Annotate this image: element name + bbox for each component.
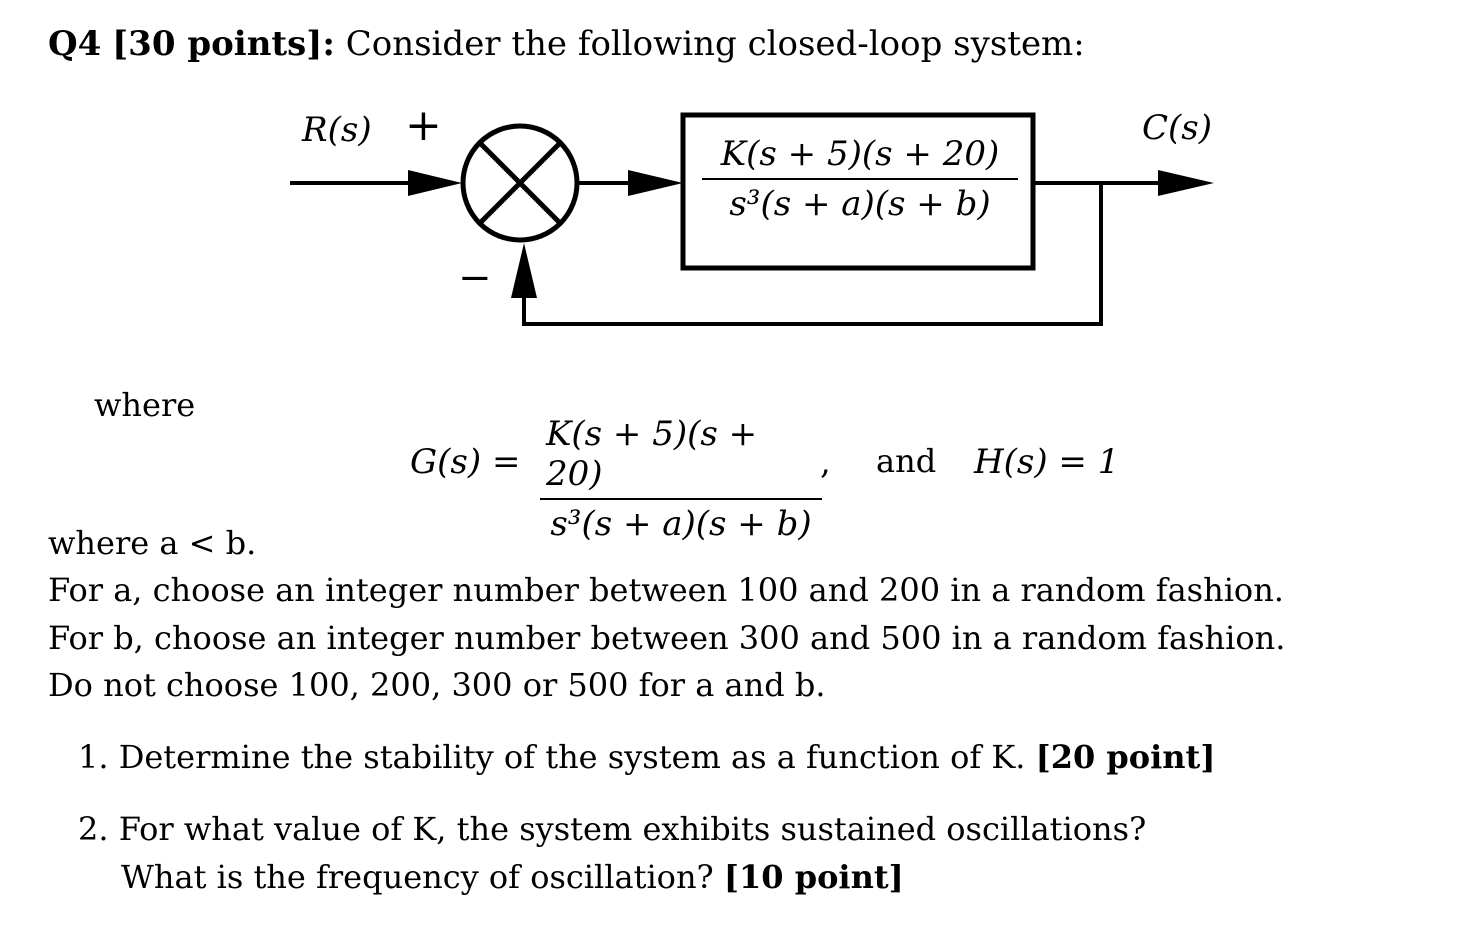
question-number: 1. xyxy=(78,738,109,776)
minus-sign: − xyxy=(458,255,492,301)
forward-arrow-icon xyxy=(628,170,683,196)
question-item-2: 2. For what value of K, the system exhib… xyxy=(78,810,1146,848)
feedback-line xyxy=(522,183,1103,326)
output-arrow-icon xyxy=(1158,170,1214,196)
g-denominator: s³(s + a)(s + b) xyxy=(550,504,812,544)
transfer-block xyxy=(680,112,1036,271)
condition-line-3: For b, choose an integer number between … xyxy=(48,619,1286,657)
summing-junction xyxy=(460,123,580,243)
g-fraction: K(s + 5)(s + 20) s³(s + a)(s + b) xyxy=(540,414,822,544)
question-text: Determine the stability of the system as… xyxy=(118,738,1026,776)
and-word: and xyxy=(876,442,937,480)
question-intro: Consider the following closed-loop syste… xyxy=(345,24,1085,64)
g-lhs: G(s) = xyxy=(410,442,521,482)
question-points: [20 point] xyxy=(1035,738,1216,776)
question-label: Q4 xyxy=(48,24,102,64)
equation-comma: , xyxy=(820,442,831,482)
block-transfer-function: K(s + 5)(s + 20) s³(s + a)(s + b) xyxy=(702,134,1018,224)
question-points: [30 points]: xyxy=(112,24,335,64)
condition-line-2: For a, choose an integer number between … xyxy=(48,571,1284,609)
fraction-bar xyxy=(540,498,822,500)
question-title: Q4 [30 points]: Consider the following c… xyxy=(48,24,1085,64)
question-points: [10 point] xyxy=(723,858,904,896)
block-numerator: K(s + 5)(s + 20) xyxy=(720,134,1000,174)
condition-line-1: where a < b. xyxy=(48,524,257,562)
input-arrow-icon xyxy=(408,170,462,196)
condition-line-4: Do not choose 100, 200, 300 or 500 for a… xyxy=(48,666,826,704)
question-number: 2. xyxy=(78,810,109,848)
input-label: R(s) xyxy=(302,110,372,150)
question-text-line-1: For what value of K, the system exhibits… xyxy=(118,810,1147,848)
question-item-2-continued: What is the frequency of oscillation? [1… xyxy=(121,858,904,896)
where-label: where xyxy=(94,386,196,424)
block-diagram: R(s) + C(s) − K(s + 5)(s + 20) s³(s + a)… xyxy=(0,0,1484,360)
plus-sign: + xyxy=(405,100,442,151)
block-diagram-lines xyxy=(290,112,1214,326)
g-numerator: K(s + 5)(s + 20) xyxy=(546,414,758,494)
block-denominator: s³(s + a)(s + b) xyxy=(729,184,991,224)
fraction-bar xyxy=(702,178,1018,180)
feedback-arrow-icon xyxy=(511,243,537,298)
output-label: C(s) xyxy=(1142,108,1212,148)
question-item-1: 1. Determine the stability of the system… xyxy=(78,738,1215,776)
question-text-line-2: What is the frequency of oscillation? xyxy=(121,858,714,896)
h-expression: H(s) = 1 xyxy=(974,442,1120,482)
